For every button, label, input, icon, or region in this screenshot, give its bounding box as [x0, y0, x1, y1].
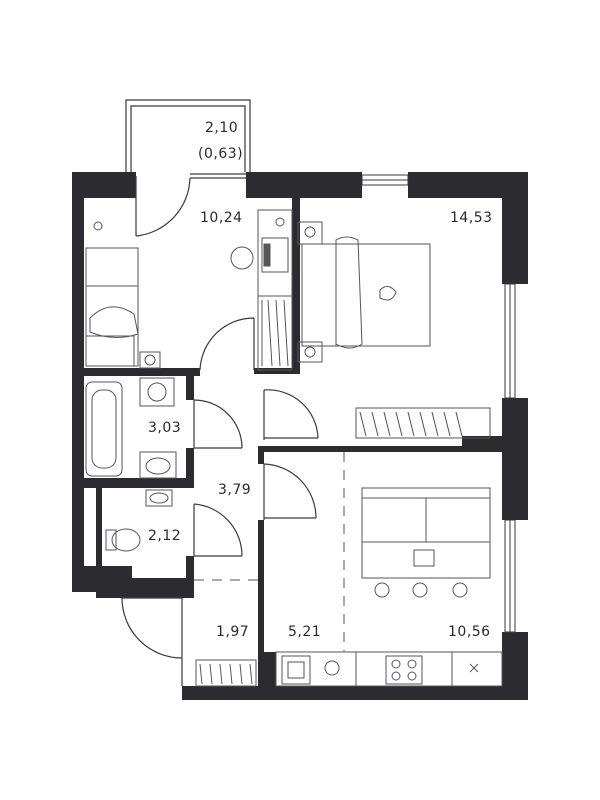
- wc-area: 2,12: [148, 528, 181, 544]
- doors: [121, 176, 319, 686]
- window-right-living: [504, 519, 516, 633]
- bedroom-1-area: 10,24: [200, 210, 243, 226]
- sink-icon: [324, 660, 340, 676]
- internal-walls: [84, 198, 528, 700]
- bedroom-2-area: 14,53: [450, 210, 493, 226]
- fridge-icon: [469, 663, 479, 673]
- bed-bedroom-2: [301, 236, 431, 349]
- zone-separators: [194, 452, 345, 652]
- bed-bedroom-1: [85, 247, 139, 367]
- washing-machine-icon: [147, 382, 167, 402]
- bathtub: [85, 381, 123, 477]
- lamp-icon: [304, 226, 316, 238]
- toilet-icon: [111, 528, 141, 552]
- window-top: [361, 174, 409, 186]
- sink-icon: [145, 457, 171, 475]
- wardrobe-hatch-3: [199, 663, 253, 685]
- cooktop: [385, 655, 423, 685]
- wardrobe-hatch: [261, 299, 289, 367]
- area-labels: 2,10 (0,63) 10,24 14,53 3,03 3,79 2,12 1…: [148, 120, 493, 640]
- lamp-icon: [93, 221, 103, 231]
- balcony-area-reduced: (0,63): [198, 146, 243, 162]
- entrance-area: 1,97: [216, 624, 249, 640]
- balcony: [125, 99, 251, 179]
- balcony-area: 2,10: [205, 120, 238, 136]
- lamp-icon: [304, 346, 316, 358]
- chair-icon: [230, 246, 254, 270]
- sink-icon: [149, 492, 169, 504]
- living-area: 10,56: [448, 624, 491, 640]
- chairs: [374, 582, 468, 598]
- kitchen-area: 5,21: [288, 624, 321, 640]
- lamp-icon: [144, 354, 156, 366]
- hallway-area: 3,79: [218, 482, 251, 498]
- bathroom-area: 3,03: [148, 420, 181, 436]
- furniture: [85, 209, 503, 687]
- window-right-bedroom: [504, 283, 516, 399]
- kitchen-counter: [275, 651, 503, 687]
- wardrobe-hatch-2: [359, 411, 463, 437]
